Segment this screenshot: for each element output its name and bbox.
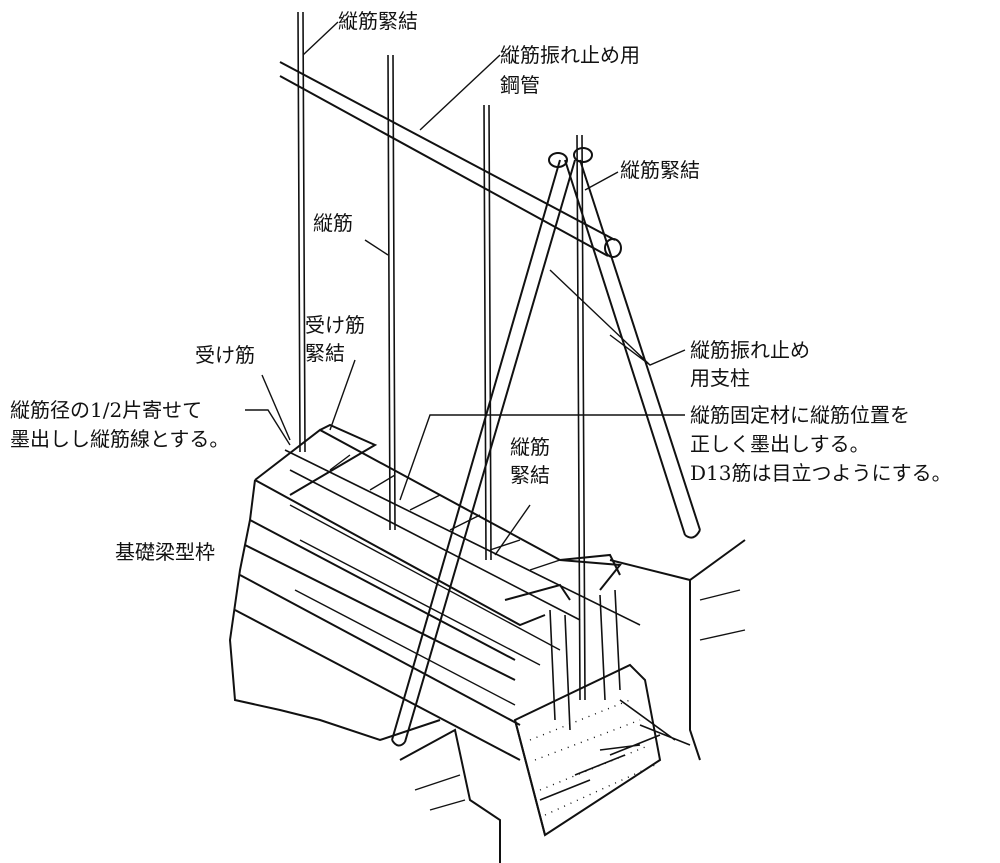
steel-pipe — [279, 61, 622, 258]
label-formwork: 基礎梁型枠 — [115, 540, 215, 564]
label-brace-post-line1: 縦筋振れ止め — [690, 338, 810, 362]
right-note-line3: D13筋は目立つようにする。 — [690, 461, 952, 485]
label-tie-middle-line1: 縦筋 — [510, 435, 550, 459]
concrete-footing — [513, 663, 691, 837]
brace-posts — [391, 147, 701, 747]
left-note-line1: 縦筋径の1/2片寄せて — [10, 398, 203, 422]
leader-lines — [245, 21, 686, 556]
label-brace-post-line2: 用支柱 — [690, 366, 750, 390]
label-vertical-bar-tie-top: 縦筋緊結 — [338, 9, 418, 33]
right-note-line2: 正しく墨出しする。 — [690, 432, 870, 456]
horizontal-rebars — [284, 449, 641, 731]
label-pipe-line1: 縦筋振れ止め用 — [500, 43, 640, 67]
label-support-bar-tie-line1: 受け筋 — [305, 313, 365, 337]
left-note-line2: 墨出しし縦筋線とする。 — [10, 427, 230, 451]
label-vertical-bar-tie-right: 縦筋緊結 — [620, 158, 700, 182]
label-tie-middle-line2: 緊結 — [510, 463, 550, 487]
label-pipe-line2: 鋼管 — [500, 73, 540, 97]
label-support-bar-tie-line2: 緊結 — [305, 341, 345, 365]
ground-lines — [399, 539, 746, 863]
vertical-rebars — [297, 11, 586, 701]
right-note-line1: 縦筋固定材に縦筋位置を — [690, 403, 910, 427]
label-support-bar: 受け筋 — [195, 343, 255, 367]
foundation-beam-formwork — [228, 423, 622, 761]
label-vertical-bar: 縦筋 — [313, 211, 353, 235]
